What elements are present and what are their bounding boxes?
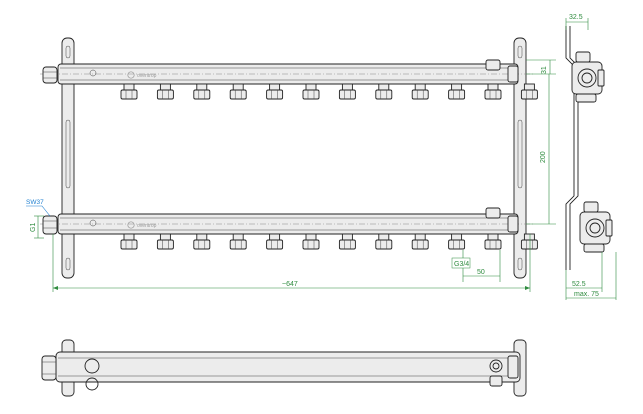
top-vent-valve xyxy=(485,59,501,71)
side-depth-dimension: 52.5 max. 75 xyxy=(565,252,617,300)
bottom-outlet xyxy=(156,233,174,250)
svg-text:52.5: 52.5 xyxy=(572,281,586,288)
svg-text:50: 50 xyxy=(477,269,485,276)
svg-text:oventrop: oventrop xyxy=(137,73,157,79)
bottom-outlet xyxy=(338,233,356,250)
bottom-vent-valve xyxy=(485,207,501,219)
svg-text:G1: G1 xyxy=(30,223,37,232)
svg-text:G3/4: G3/4 xyxy=(454,261,469,268)
top-outlet xyxy=(448,83,466,100)
top-outlets xyxy=(120,83,538,100)
top-outlet xyxy=(266,83,284,100)
side-top-valve xyxy=(571,51,605,103)
bottom-outlets xyxy=(120,233,538,250)
top-view xyxy=(41,339,527,397)
bottom-outlet xyxy=(484,233,502,250)
brand-logo-bottom: oventrop xyxy=(127,221,157,229)
bottom-outlet xyxy=(520,233,538,250)
side-bottom-valve xyxy=(579,201,613,253)
outlet-spacing-dimension: G3/4 50 xyxy=(451,250,501,282)
svg-text:oventrop: oventrop xyxy=(137,223,157,229)
bottom-manifold-bar: oventrop xyxy=(40,207,538,250)
bottom-outlet xyxy=(375,233,393,250)
top-inlet-nut xyxy=(42,66,58,84)
brand-logo: oventrop xyxy=(127,71,157,79)
top-outlet xyxy=(484,83,502,100)
wrench-size-callout: SW37 xyxy=(26,199,51,217)
bottom-outlet xyxy=(411,233,429,250)
svg-text:32.5: 32.5 xyxy=(569,14,583,21)
svg-text:200: 200 xyxy=(540,151,547,163)
top-outlet xyxy=(302,83,320,100)
bottom-outlet xyxy=(229,233,247,250)
top-outlet xyxy=(156,83,174,100)
top-outlet xyxy=(120,83,138,100)
top-outlet xyxy=(411,83,429,100)
top-outlet xyxy=(193,83,211,100)
bottom-outlet xyxy=(193,233,211,250)
inlet-thread-dimension: G1 xyxy=(30,215,44,239)
top-end-cap xyxy=(507,65,519,83)
side-depth-top-dimension: 32.5 xyxy=(565,14,589,30)
svg-text:~647: ~647 xyxy=(282,281,298,288)
top-outlet xyxy=(520,83,538,100)
overall-length-dimension: ~647 xyxy=(52,234,531,292)
side-view: 32.5 52.5 max. 75 xyxy=(565,14,617,300)
top-outlet xyxy=(229,83,247,100)
bottom-outlet xyxy=(266,233,284,250)
bottom-end-cap xyxy=(507,215,519,233)
top-outlet xyxy=(375,83,393,100)
svg-text:31: 31 xyxy=(541,66,548,74)
bottom-outlet xyxy=(302,233,320,250)
svg-text:max. 75: max. 75 xyxy=(574,291,599,298)
bar-spacing-dimension: 31 200 xyxy=(526,59,556,225)
svg-text:SW37: SW37 xyxy=(26,199,44,206)
bottom-inlet-nut xyxy=(42,215,58,235)
top-outlet xyxy=(338,83,356,100)
bottom-outlet xyxy=(448,233,466,250)
bottom-outlet xyxy=(120,233,138,250)
top-manifold-bar: oventrop xyxy=(40,59,538,100)
front-view: oventrop oventrop SW37 xyxy=(26,37,556,292)
